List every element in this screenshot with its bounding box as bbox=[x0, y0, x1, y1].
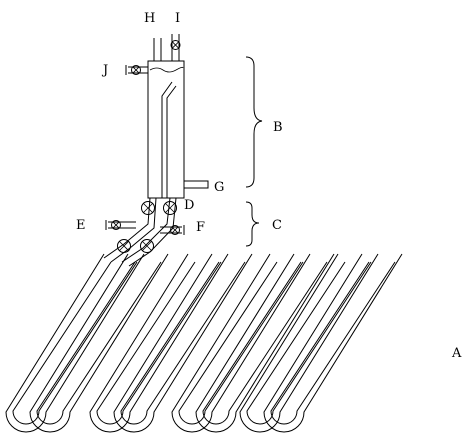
label-G: G bbox=[214, 180, 224, 195]
valve-left-lower bbox=[117, 239, 131, 253]
valve-left-upper bbox=[141, 201, 155, 215]
label-J: J bbox=[101, 63, 108, 78]
coil-loop bbox=[239, 253, 379, 433]
top-tube-H bbox=[153, 38, 162, 61]
brace-C bbox=[245, 201, 260, 247]
label-E: E bbox=[76, 218, 86, 233]
coil-loop bbox=[29, 253, 169, 433]
coil-loop bbox=[171, 253, 311, 433]
coil-loop bbox=[263, 253, 403, 433]
top-tube-I bbox=[170, 34, 181, 61]
coil-tube-bundle bbox=[5, 253, 403, 433]
coil-loop bbox=[5, 253, 145, 433]
label-B: B bbox=[273, 120, 283, 135]
separation-column bbox=[147, 60, 185, 199]
label-C: C bbox=[272, 218, 282, 233]
side-valve-F bbox=[160, 225, 185, 235]
label-I: I bbox=[175, 11, 180, 26]
valve-right-upper-D bbox=[163, 201, 177, 215]
side-outlet-G bbox=[184, 180, 209, 189]
label-A: A bbox=[451, 346, 462, 361]
label-F: F bbox=[196, 220, 205, 235]
valve-right-lower bbox=[140, 239, 154, 253]
coil-loop bbox=[89, 253, 229, 433]
label-H: H bbox=[144, 11, 155, 26]
side-valve-J bbox=[125, 65, 148, 75]
brace-B bbox=[245, 56, 263, 188]
side-valve-E bbox=[105, 220, 136, 230]
lead-tubes bbox=[103, 197, 177, 267]
coil-loop bbox=[113, 253, 253, 433]
label-D: D bbox=[184, 198, 194, 213]
coil-loop bbox=[195, 253, 335, 433]
